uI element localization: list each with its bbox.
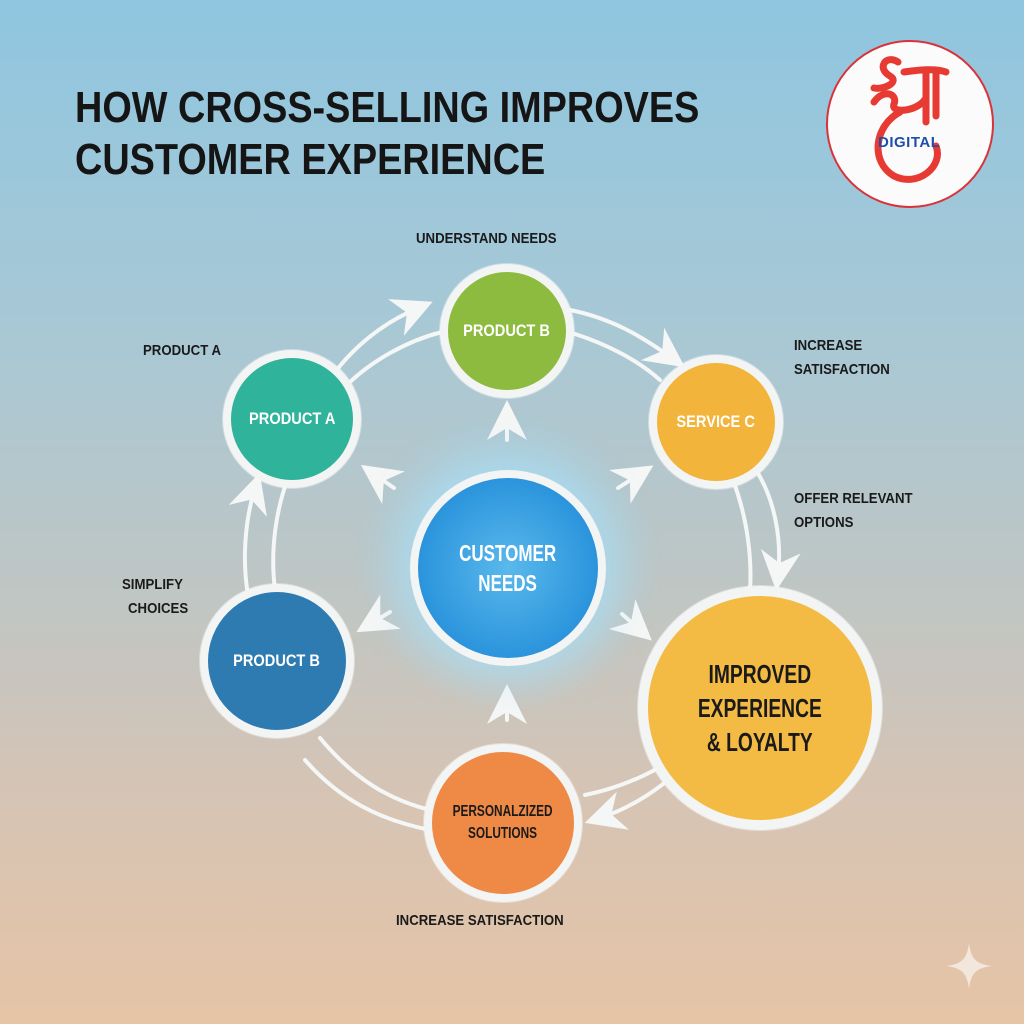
title-line-1: HOW CROSS-SELLING IMPROVES [75, 83, 700, 132]
brand-logo: DIGITAL [826, 40, 994, 208]
center-line-2: NEEDS [478, 570, 538, 596]
node-label: PRODUCT A [248, 409, 336, 428]
node-product-b-top: PRODUCT B [440, 264, 574, 398]
title-line-2: CUSTOMER EXPERIENCE [75, 135, 546, 184]
annotation-options: OPTIONS [794, 514, 854, 531]
logo-text: DIGITAL [878, 134, 941, 151]
node-line-1: PERSONALZIZED [453, 803, 553, 820]
node-label: PRODUCT B [463, 321, 551, 340]
sparkle-icon [946, 943, 992, 989]
node-service-c: SERVICE C [649, 355, 783, 489]
node-line-1: IMPROVED [708, 659, 812, 689]
annotation-product-a: PRODUCT A [143, 342, 221, 359]
annotation-satisfaction-label-1: SATISFACTION [794, 361, 890, 378]
node-improved-experience-loyalty: IMPROVED EXPERIENCE & LOYALTY [638, 586, 882, 830]
annotation-increase-satisfaction-bottom: INCREASE SATISFACTION [396, 912, 564, 929]
center-line-1: CUSTOMER [459, 540, 557, 566]
annotation-offer-relevant: OFFER RELEVANT [794, 490, 913, 507]
node-personalized-solutions: PERSONALZIZED SOLUTIONS [424, 744, 582, 902]
annotation-simplify: SIMPLIFY [122, 576, 183, 593]
center-node-customer-needs: CUSTOMER NEEDS [410, 470, 606, 666]
node-product-a: PRODUCT A [223, 350, 361, 488]
node-label: SERVICE C [676, 412, 756, 431]
annotation-understand-needs: UNDERSTAND NEEDS [416, 230, 557, 247]
node-line-2: SOLUTIONS [468, 825, 538, 842]
node-line-3: & LOYALTY [707, 727, 813, 757]
annotation-increase-label-1: INCREASE [794, 337, 863, 354]
node-line-2: EXPERIENCE [698, 693, 822, 723]
node-product-b-left: PRODUCT B [200, 584, 354, 738]
shri-glyph-icon [870, 56, 950, 183]
annotation-choices: CHOICES [128, 600, 189, 617]
node-label: PRODUCT B [233, 651, 321, 670]
page-title: HOW CROSS-SELLING IMPROVES CUSTOMER EXPE… [75, 82, 699, 186]
